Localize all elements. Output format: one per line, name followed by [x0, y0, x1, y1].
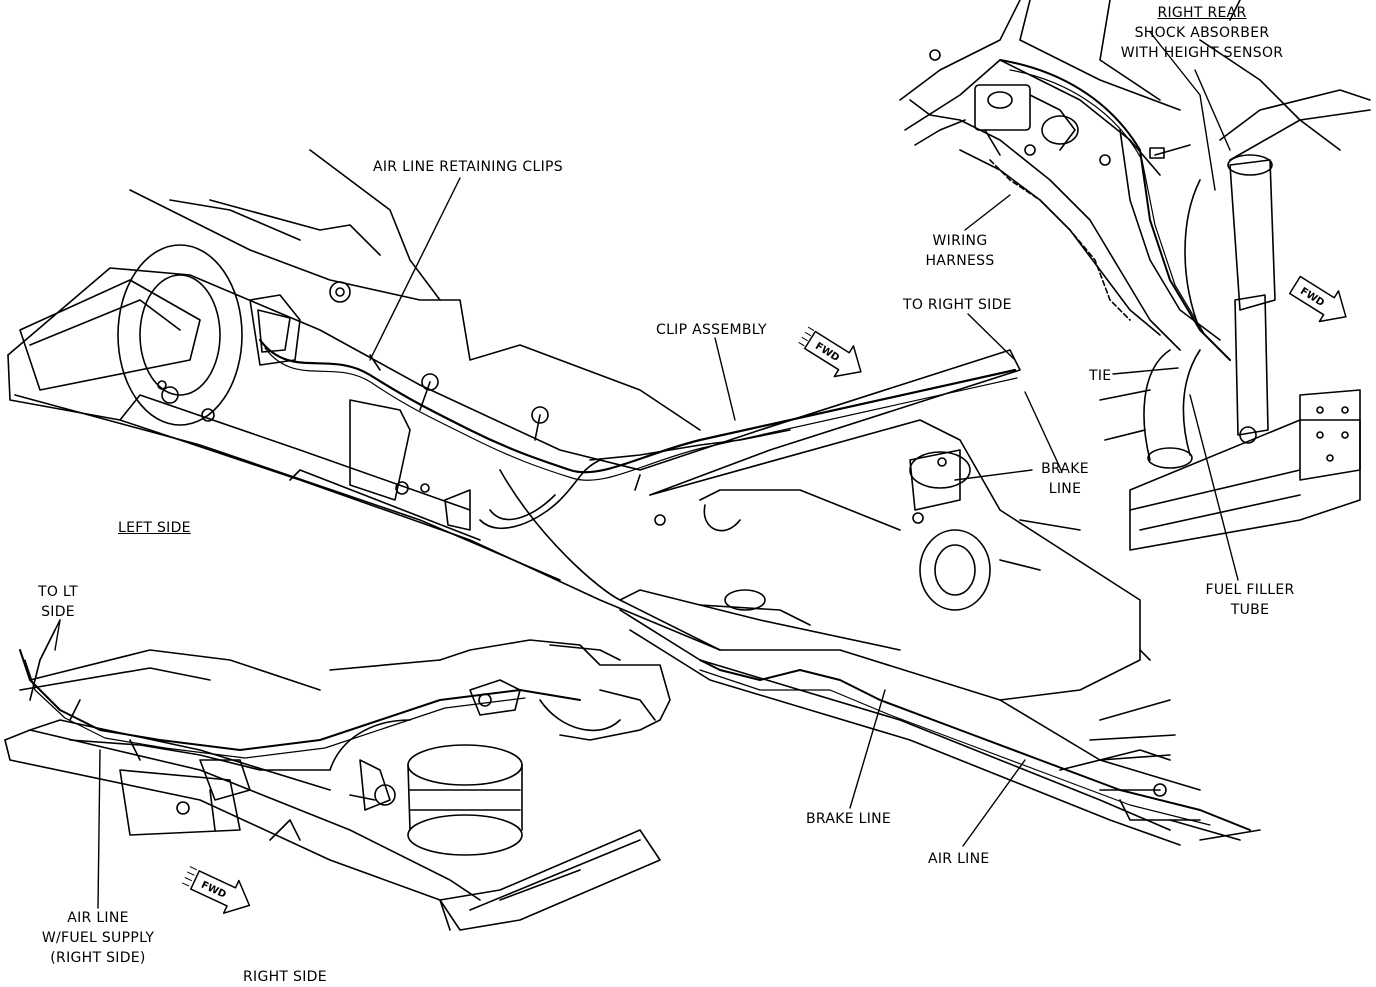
air-line-fuel-line3: (RIGHT SIDE)	[50, 950, 146, 966]
wiring-harness-line1: WIRING	[932, 233, 988, 249]
inset-top-right-harness	[914, 59, 1231, 361]
clip-assembly-label: CLIP ASSEMBLY	[656, 322, 767, 338]
inset-bottom-left-body	[329, 639, 671, 741]
inset-top-right-height-sensor	[974, 84, 1191, 166]
fwd-arrow-top-right: FWD	[1288, 275, 1347, 323]
fuel-filler-line1: FUEL FILLER	[1205, 582, 1295, 598]
brake-line-top-line2: LINE	[1048, 481, 1082, 497]
right-rear-line2: SHOCK ABSORBER	[1134, 25, 1270, 41]
inset-bottom-left-frame	[4, 649, 661, 931]
main-lower-frame-lines	[619, 609, 1261, 846]
to-lt-line1: TO LT	[38, 584, 78, 600]
inset-bottom-left-air-spring	[349, 679, 523, 856]
brake-line-top-label: BRAKE LINE	[1030, 459, 1100, 499]
fwd-arrow-bottom-left: FWD	[182, 866, 251, 914]
to-right-side-label: TO RIGHT SIDE	[903, 297, 1012, 313]
air-line-fuel-line1: AIR LINE	[67, 910, 129, 926]
air-line-fuel-supply-label: AIR LINE W/FUEL SUPPLY (RIGHT SIDE)	[38, 908, 158, 968]
main-shock-bracket	[249, 281, 549, 531]
left-side-label: LEFT SIDE	[118, 520, 191, 536]
to-lt-line2: SIDE	[41, 604, 75, 620]
main-air-line-routing	[258, 338, 1018, 530]
brake-line-bottom-label: BRAKE LINE	[806, 811, 892, 827]
main-frame-rail	[7, 149, 1021, 651]
air-line-bottom-label: AIR LINE	[928, 851, 990, 867]
inset-top-right-lower-frame	[1129, 389, 1361, 551]
leader-lines	[39, 31, 1239, 909]
right-rear-title: RIGHT REAR	[1157, 5, 1247, 21]
to-lt-side-label: TO LT SIDE	[30, 582, 86, 622]
wiring-harness-label: WIRING HARNESS	[920, 231, 1000, 271]
inset-bottom-left-bracket	[119, 759, 391, 841]
right-rear-line3: WITH HEIGHT SENSOR	[1120, 45, 1284, 61]
fuel-filler-line2: TUBE	[1230, 602, 1270, 618]
main-left-brake-drum	[19, 244, 243, 426]
fwd-arrow-main: FWD	[798, 326, 862, 378]
inset-top-right-filler-tube	[1099, 349, 1201, 469]
wiring-harness-line2: HARNESS	[925, 253, 995, 269]
tie-label: TIE	[1089, 368, 1112, 384]
brake-line-top-line1: BRAKE	[1041, 461, 1089, 477]
main-fuel-tank	[499, 419, 1201, 791]
air-line-retaining-clips-label: AIR LINE RETAINING CLIPS	[373, 159, 563, 175]
inset-bottom-left-lines	[19, 629, 581, 771]
inset-top-right-shock	[1184, 89, 1371, 444]
air-line-fuel-line2: W/FUEL SUPPLY	[41, 930, 155, 946]
fuel-filler-tube-label: FUEL FILLER TUBE	[1195, 580, 1305, 620]
right-rear-shock-label: RIGHT REAR SHOCK ABSORBER WITH HEIGHT SE…	[1112, 3, 1292, 63]
right-side-label: RIGHT SIDE	[243, 969, 327, 985]
